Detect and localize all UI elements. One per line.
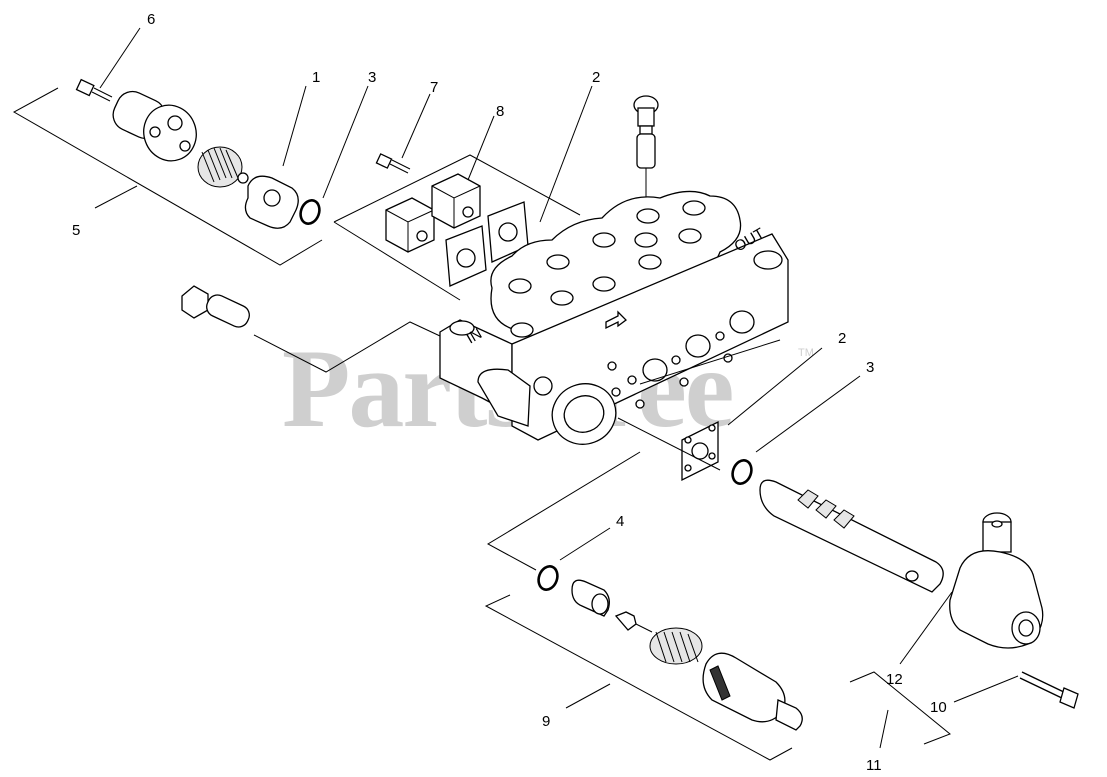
o-ring-3-upper — [299, 85, 369, 225]
valve-body: IN OUT — [439, 190, 789, 445]
callout-1: 1 — [312, 69, 320, 86]
flange-1 — [244, 85, 307, 229]
leader-2-upper — [539, 85, 593, 223]
callout-6: 6 — [147, 11, 155, 28]
bolt-6 — [75, 27, 141, 102]
solenoid-cap — [112, 90, 197, 162]
left-plug — [181, 285, 441, 373]
callout-3-upper: 3 — [368, 69, 376, 86]
actuator-12 — [899, 512, 1044, 665]
callout-10: 10 — [930, 699, 947, 716]
callout-11: 11 — [866, 757, 882, 774]
svg-text:IN: IN — [464, 325, 485, 347]
callout-3-lower: 3 — [866, 359, 874, 376]
callout-2-upper: 2 — [592, 69, 600, 86]
gasket-2-lower — [617, 339, 823, 482]
spool — [759, 479, 944, 593]
callout-7: 7 — [430, 79, 438, 96]
bracket-9 — [484, 451, 803, 761]
bolt-7 — [375, 93, 431, 174]
callout-5: 5 — [72, 222, 80, 239]
callout-12: 12 — [886, 671, 903, 688]
callout-4: 4 — [616, 513, 624, 530]
bolt-10 — [953, 671, 1079, 709]
o-ring-3-lower — [731, 375, 861, 485]
bracket-5 — [12, 87, 323, 266]
top-plug — [633, 95, 659, 205]
callout-2-lower: 2 — [838, 330, 846, 347]
spring — [197, 146, 249, 188]
watermark-trademark: TM — [798, 347, 814, 359]
callout-9: 9 — [542, 713, 550, 730]
bracket-11 — [849, 671, 951, 749]
callout-8: 8 — [496, 103, 504, 120]
